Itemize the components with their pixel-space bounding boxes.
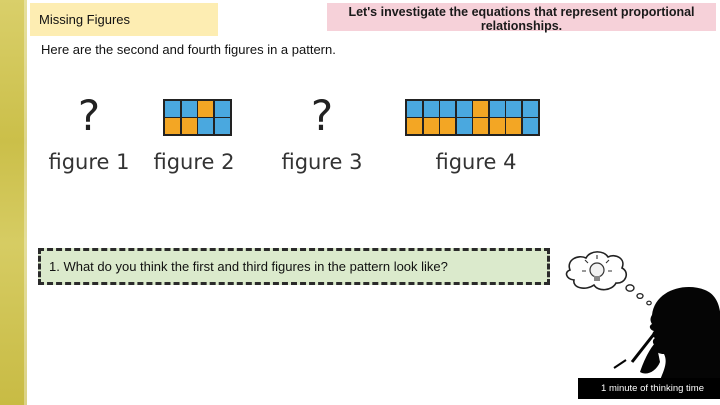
figure-3-label: figure 3	[281, 150, 363, 174]
square-blue	[440, 101, 455, 117]
square-orange	[423, 118, 439, 134]
figure-1: ? figure 1	[30, 88, 148, 175]
square-orange	[473, 118, 488, 134]
figure-4-grid	[405, 99, 540, 136]
square-blue	[198, 118, 213, 134]
figure-3-unknown: ?	[310, 91, 334, 140]
figure-2-label: figure 2	[153, 150, 235, 174]
intro-text: Here are the second and fourth figures i…	[41, 42, 336, 57]
thought-bubble	[565, 251, 652, 306]
lesson-objective-box: Let's investigate the equations that rep…	[327, 3, 716, 33]
head-silhouette	[613, 287, 720, 380]
square-orange	[181, 118, 197, 134]
figure-1-label: figure 1	[48, 150, 130, 174]
timer-badge: 1 minute of thinking time	[578, 378, 720, 399]
square-blue	[456, 101, 472, 117]
square-blue	[214, 101, 230, 117]
figure-pattern: ? figure 1 figure 2 ? figure 3	[30, 88, 570, 188]
square-blue	[214, 118, 230, 134]
question-text: 1. What do you think the first and third…	[49, 259, 448, 274]
topic-title-box: Missing Figures	[30, 3, 218, 36]
square-orange	[440, 118, 455, 134]
figure-2-grid	[163, 99, 232, 136]
square-blue	[506, 101, 521, 117]
square-blue	[407, 101, 422, 117]
lesson-objective: Let's investigate the equations that rep…	[348, 5, 695, 33]
square-orange	[473, 101, 488, 117]
thinking-person-icon	[565, 251, 720, 380]
figure-4-label: figure 4	[435, 150, 517, 174]
square-blue	[522, 101, 538, 117]
square-orange	[506, 118, 521, 134]
figure-3: ? figure 3	[280, 88, 364, 175]
topic-title: Missing Figures	[39, 12, 131, 27]
square-orange	[165, 118, 180, 134]
square-orange	[198, 101, 213, 117]
square-blue	[489, 101, 505, 117]
timer-text: 1 minute of thinking time	[601, 383, 704, 394]
lightbulb-icon	[582, 255, 612, 281]
question-box: 1. What do you think the first and third…	[38, 248, 550, 285]
square-orange	[407, 118, 422, 134]
square-blue	[423, 101, 439, 117]
square-blue	[522, 118, 538, 134]
decorative-side-strip	[0, 0, 27, 405]
square-orange	[489, 118, 505, 134]
square-blue	[165, 101, 180, 117]
figure-1-unknown: ?	[77, 91, 101, 140]
square-blue	[181, 101, 197, 117]
square-blue	[456, 118, 472, 134]
